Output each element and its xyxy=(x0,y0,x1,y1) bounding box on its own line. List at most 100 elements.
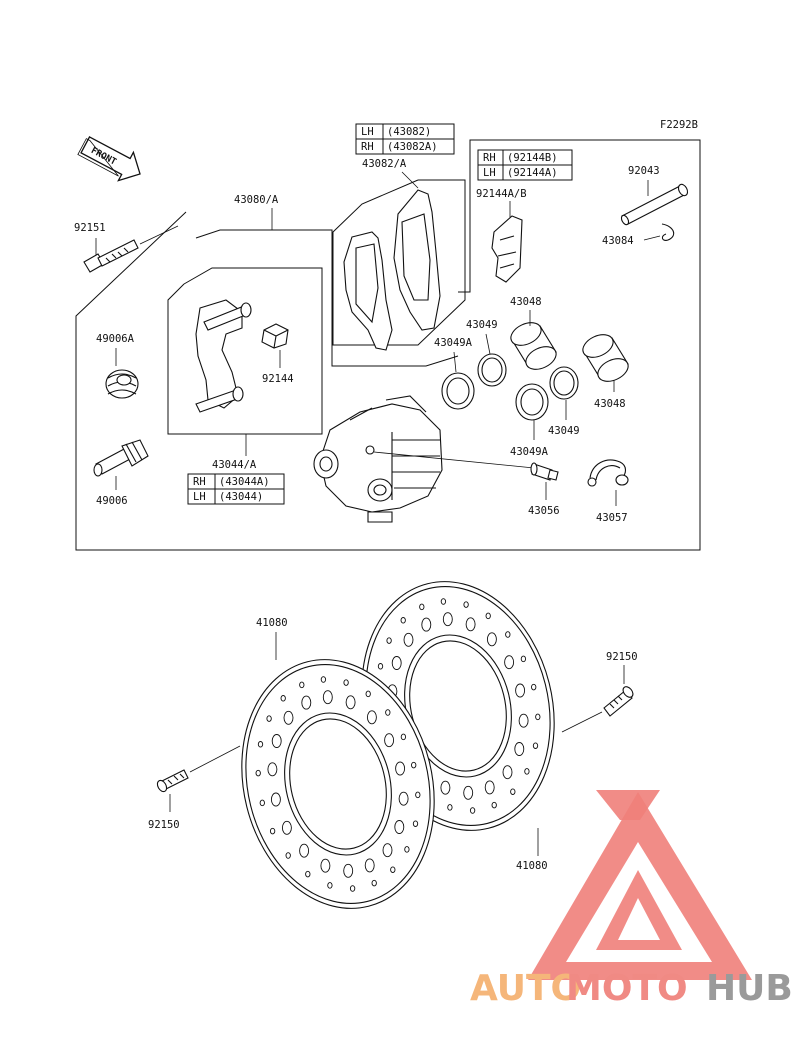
disc-bolt-left xyxy=(156,769,189,793)
disc-hole xyxy=(411,761,417,769)
disc-hole xyxy=(535,713,541,721)
disc-hole xyxy=(266,715,272,722)
bracket-table: RH (43044A) LH (43044) xyxy=(187,473,285,505)
disc-hole xyxy=(463,785,474,800)
disc-hole xyxy=(322,690,333,705)
bleed-cap xyxy=(587,459,629,487)
label-92043: 92043 xyxy=(628,165,660,177)
disc-hole xyxy=(299,681,305,689)
label-43049A-top: 43049A xyxy=(434,337,473,349)
pad-spring xyxy=(491,215,523,283)
label-92151: 92151 xyxy=(74,222,106,234)
slide-pin-boot xyxy=(93,439,149,477)
svg-text:RH: RH xyxy=(361,141,374,153)
disc-bolt-right xyxy=(603,686,634,717)
label-92144: 92144 xyxy=(262,373,294,385)
pad-pin xyxy=(620,183,689,226)
svg-text:(43044A): (43044A) xyxy=(219,476,270,488)
disc-hole xyxy=(365,690,371,698)
disc-hole xyxy=(280,695,286,702)
disc-hole xyxy=(364,858,375,873)
disc-hole xyxy=(510,788,516,795)
label-43084: 43084 xyxy=(602,235,634,247)
spring-table: RH (92144B) LH (92144A) xyxy=(477,149,573,181)
label-43049A-bottom: 43049A xyxy=(510,446,549,458)
disc-hole xyxy=(491,801,497,809)
disc-hole xyxy=(515,683,526,698)
disc-hole xyxy=(532,742,539,749)
front-arrow-icon: FRONT xyxy=(77,136,141,182)
watermark-moto: MOTO xyxy=(566,968,688,1009)
label-41080-left: 41080 xyxy=(256,617,288,629)
brake-disc-left xyxy=(241,659,435,909)
disc-hole xyxy=(269,827,276,835)
disc-hole xyxy=(524,768,530,775)
brake-pad-inner xyxy=(343,231,393,351)
disc-hole xyxy=(520,655,527,663)
disc-hole xyxy=(371,879,377,887)
watermark-hub: HUB xyxy=(706,968,793,1009)
disc-hole xyxy=(377,663,384,670)
automotohub-logo: AUTO MOTO HUB xyxy=(470,790,793,1009)
disc-hole xyxy=(484,780,495,795)
disc-hole xyxy=(403,632,414,647)
disc-hole xyxy=(504,655,515,670)
label-43080A: 43080/A xyxy=(234,194,279,206)
disc-hole xyxy=(386,637,392,644)
disc-hole xyxy=(343,679,349,686)
disc-hole xyxy=(400,733,407,741)
disc-hole xyxy=(463,601,469,608)
label-92150-right: 92150 xyxy=(606,651,638,663)
disc-hole xyxy=(343,863,354,878)
disc-hole xyxy=(270,792,281,807)
disc-hole xyxy=(281,820,292,835)
svg-text:(43044): (43044) xyxy=(219,491,263,503)
disc-hole xyxy=(255,769,261,777)
svg-text:LH: LH xyxy=(483,167,496,179)
dust-boot-large xyxy=(105,369,139,399)
bracket-spring xyxy=(261,323,289,349)
disc-hole xyxy=(394,820,405,834)
disc-hole xyxy=(419,603,425,611)
disc-hole xyxy=(385,709,391,716)
disc-hole xyxy=(285,852,291,859)
label-43082A: 43082/A xyxy=(362,158,407,170)
disc-hole xyxy=(267,762,278,777)
pin-clip xyxy=(661,223,675,241)
label-49006A: 49006A xyxy=(96,333,135,345)
disc-hole xyxy=(391,656,402,670)
label-92150-left: 92150 xyxy=(148,819,180,831)
svg-text:(43082A): (43082A) xyxy=(387,141,438,153)
disc-hole xyxy=(447,804,453,811)
disc-hole xyxy=(271,734,282,748)
bleed-valve xyxy=(530,462,559,481)
disc-hole xyxy=(384,733,395,748)
disc-hole xyxy=(349,885,356,892)
disc-hole xyxy=(412,820,419,827)
caliper-bolt xyxy=(83,239,139,273)
svg-text:LH: LH xyxy=(361,126,374,138)
disc-hole xyxy=(320,676,327,683)
disc-hole xyxy=(514,742,525,756)
disc-hole xyxy=(283,710,294,725)
svg-text:(92144B): (92144B) xyxy=(507,152,558,164)
disc-hole xyxy=(305,870,311,878)
piston-right xyxy=(582,334,629,382)
disc-hole xyxy=(469,807,476,814)
caliper-bracket xyxy=(195,299,252,413)
disc-hole xyxy=(299,843,310,858)
label-43049-top: 43049 xyxy=(466,319,498,331)
disc-hole xyxy=(465,617,476,632)
disc-hole xyxy=(259,799,265,807)
disc-hole xyxy=(486,632,497,647)
disc-hole xyxy=(502,765,513,780)
label-49006: 49006 xyxy=(96,495,128,507)
label-43048-top: 43048 xyxy=(510,296,542,308)
disc-hole xyxy=(400,617,406,624)
label-41080-right: 41080 xyxy=(516,860,548,872)
label-43044A: 43044/A xyxy=(212,459,257,471)
assembly-frame xyxy=(75,139,701,551)
bracket-frame xyxy=(167,267,323,435)
svg-text:(43082): (43082) xyxy=(387,126,431,138)
